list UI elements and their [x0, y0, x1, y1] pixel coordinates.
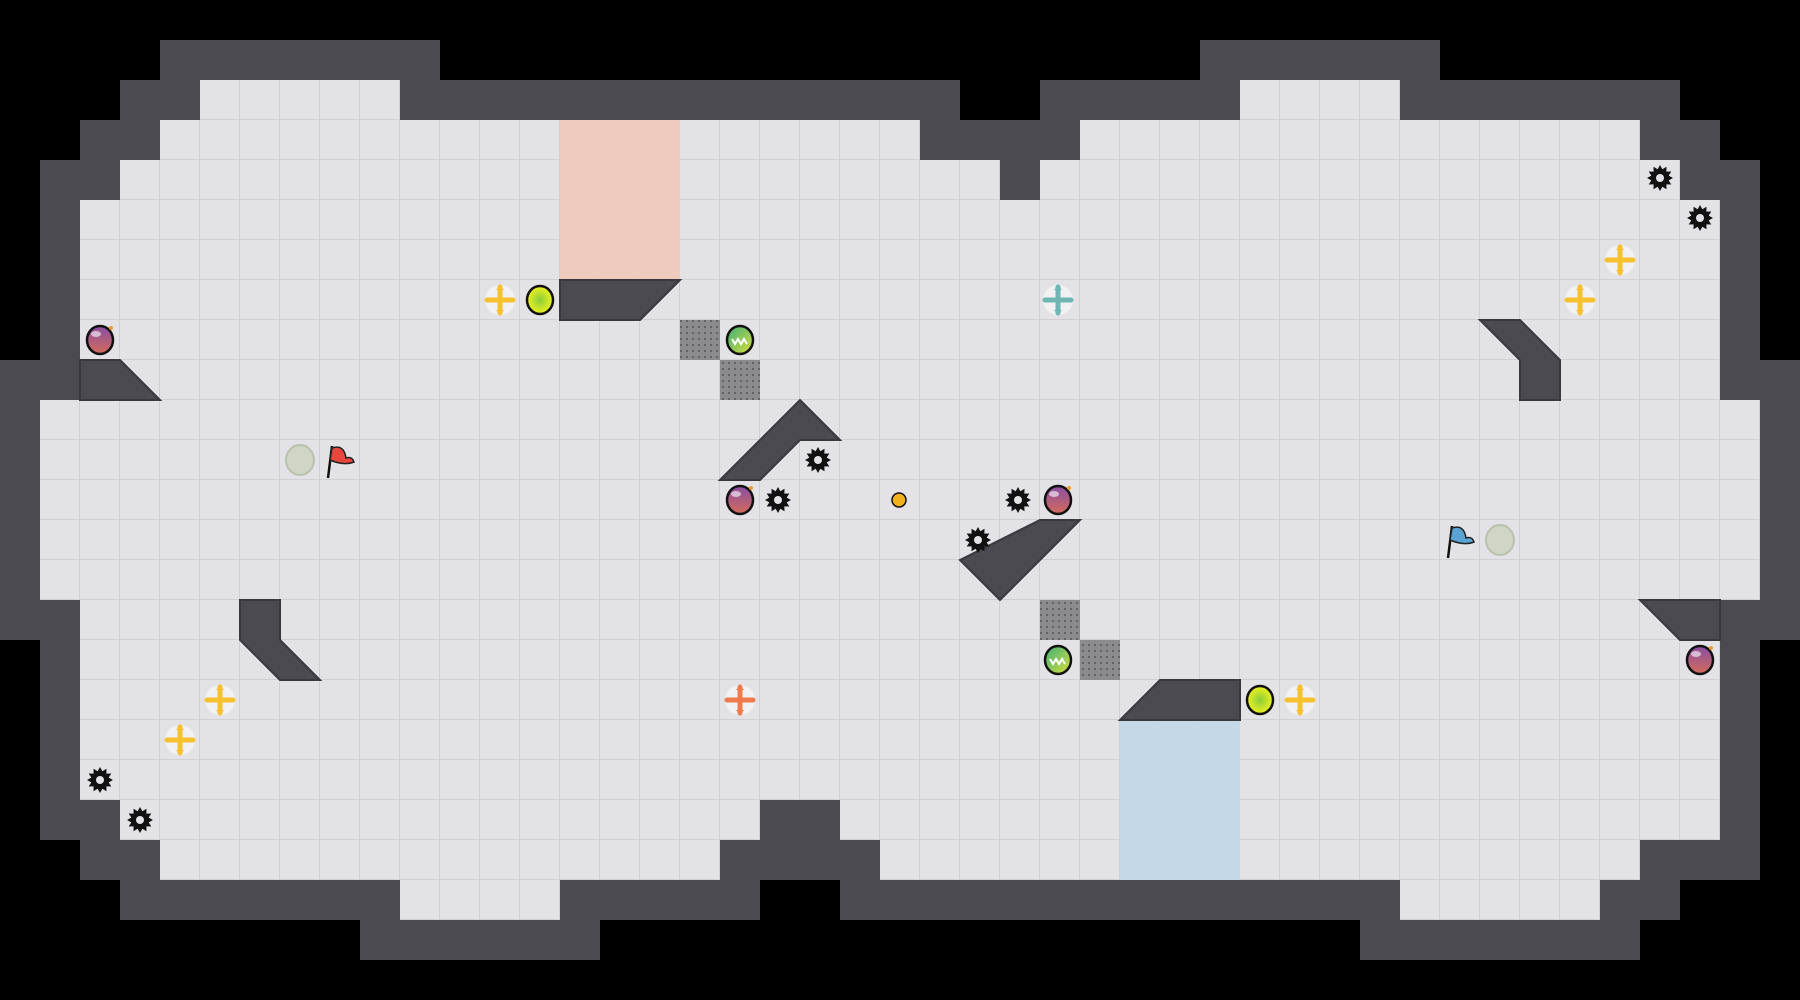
floor-row	[160, 120, 920, 160]
launch-pad-orange	[724, 684, 756, 716]
small-gold-pickup	[891, 492, 907, 508]
gear-mine	[87, 767, 113, 793]
launch-pad-teal	[1042, 284, 1074, 316]
cross-icon	[724, 684, 756, 716]
floor-row	[80, 200, 1720, 240]
platform-bottom	[1117, 679, 1241, 721]
floor-row	[80, 240, 1720, 280]
flag-icon	[1449, 526, 1475, 545]
orange-zone	[560, 120, 680, 280]
launch-pad-yellow	[1564, 284, 1596, 316]
floor-row	[80, 680, 1720, 720]
platform-top	[559, 279, 683, 321]
blue-flag	[1446, 525, 1475, 559]
floor-row	[80, 360, 1720, 400]
gear-mine	[765, 487, 791, 513]
floor-row	[1400, 880, 1600, 920]
mesh-block	[1080, 640, 1120, 680]
red-flag	[326, 445, 355, 479]
diagonal-ramp	[958, 519, 1083, 602]
mine-orb	[1685, 644, 1715, 676]
floor-row	[80, 720, 1720, 760]
floor-row	[80, 600, 1720, 640]
floor-grid	[40, 80, 1760, 920]
gear-mine	[965, 527, 991, 553]
mesh-block	[1040, 600, 1080, 640]
launch-pad-yellow	[1604, 244, 1636, 276]
cross-icon	[484, 284, 516, 316]
spawn-point	[1485, 524, 1515, 556]
floor-row	[120, 800, 760, 840]
diagonal-ramp	[239, 599, 323, 681]
floor-row	[160, 840, 720, 880]
cross-icon	[204, 684, 236, 716]
cross-icon	[1284, 684, 1316, 716]
floor-row	[80, 760, 1720, 800]
gold-pickup	[525, 284, 555, 316]
orb-icon	[85, 324, 115, 356]
floor-row	[1040, 160, 1680, 200]
floor-row	[880, 840, 1640, 880]
floor-row	[80, 640, 1720, 680]
platforms	[79, 279, 1721, 721]
launch-pad-yellow	[164, 724, 196, 756]
floor-row	[40, 400, 1760, 440]
gold-icon	[525, 284, 555, 316]
mesh-block	[680, 320, 720, 360]
floor-row	[400, 880, 560, 920]
floor-row	[1240, 80, 1400, 120]
cross-icon	[1604, 244, 1636, 276]
mesh-block	[720, 360, 760, 400]
wall-slope	[1637, 599, 1721, 641]
toggle-switch	[1043, 644, 1073, 676]
floor-row	[80, 280, 1720, 320]
floor-row	[40, 560, 1760, 600]
toggle-switch	[725, 324, 755, 356]
cross-icon	[1564, 284, 1596, 316]
diagonal-ramp	[1477, 319, 1561, 401]
floor-row	[40, 440, 1760, 480]
floor-row	[200, 80, 400, 120]
orb-icon	[1043, 484, 1073, 516]
flag-icon	[329, 446, 355, 465]
gear-mine	[805, 447, 831, 473]
gear-mine	[1647, 165, 1673, 191]
zones	[560, 120, 1240, 880]
launch-pad-yellow	[484, 284, 516, 316]
orb-icon	[1685, 644, 1715, 676]
diagonal-ramp	[717, 398, 843, 481]
toggle-icon	[1043, 644, 1073, 676]
toggle-icon	[725, 324, 755, 356]
floor-row	[80, 320, 1720, 360]
mine-orb	[85, 324, 115, 356]
gear-mine	[1005, 487, 1031, 513]
spawn-point	[285, 444, 315, 476]
cross-icon	[164, 724, 196, 756]
gold-icon	[1245, 684, 1275, 716]
orb-icon	[725, 484, 755, 516]
cross-icon	[1042, 284, 1074, 316]
gold-pickup	[1245, 684, 1275, 716]
mine-orb	[725, 484, 755, 516]
launch-pad-yellow	[1284, 684, 1316, 716]
launch-pad-yellow	[204, 684, 236, 716]
wall-slope	[79, 359, 163, 401]
entities	[85, 165, 1715, 833]
blue-zone	[1120, 720, 1240, 880]
gear-mine	[127, 807, 153, 833]
mine-orb	[1043, 484, 1073, 516]
gear-mine	[1687, 205, 1713, 231]
floor-row	[1080, 120, 1640, 160]
floor-row	[840, 800, 1720, 840]
